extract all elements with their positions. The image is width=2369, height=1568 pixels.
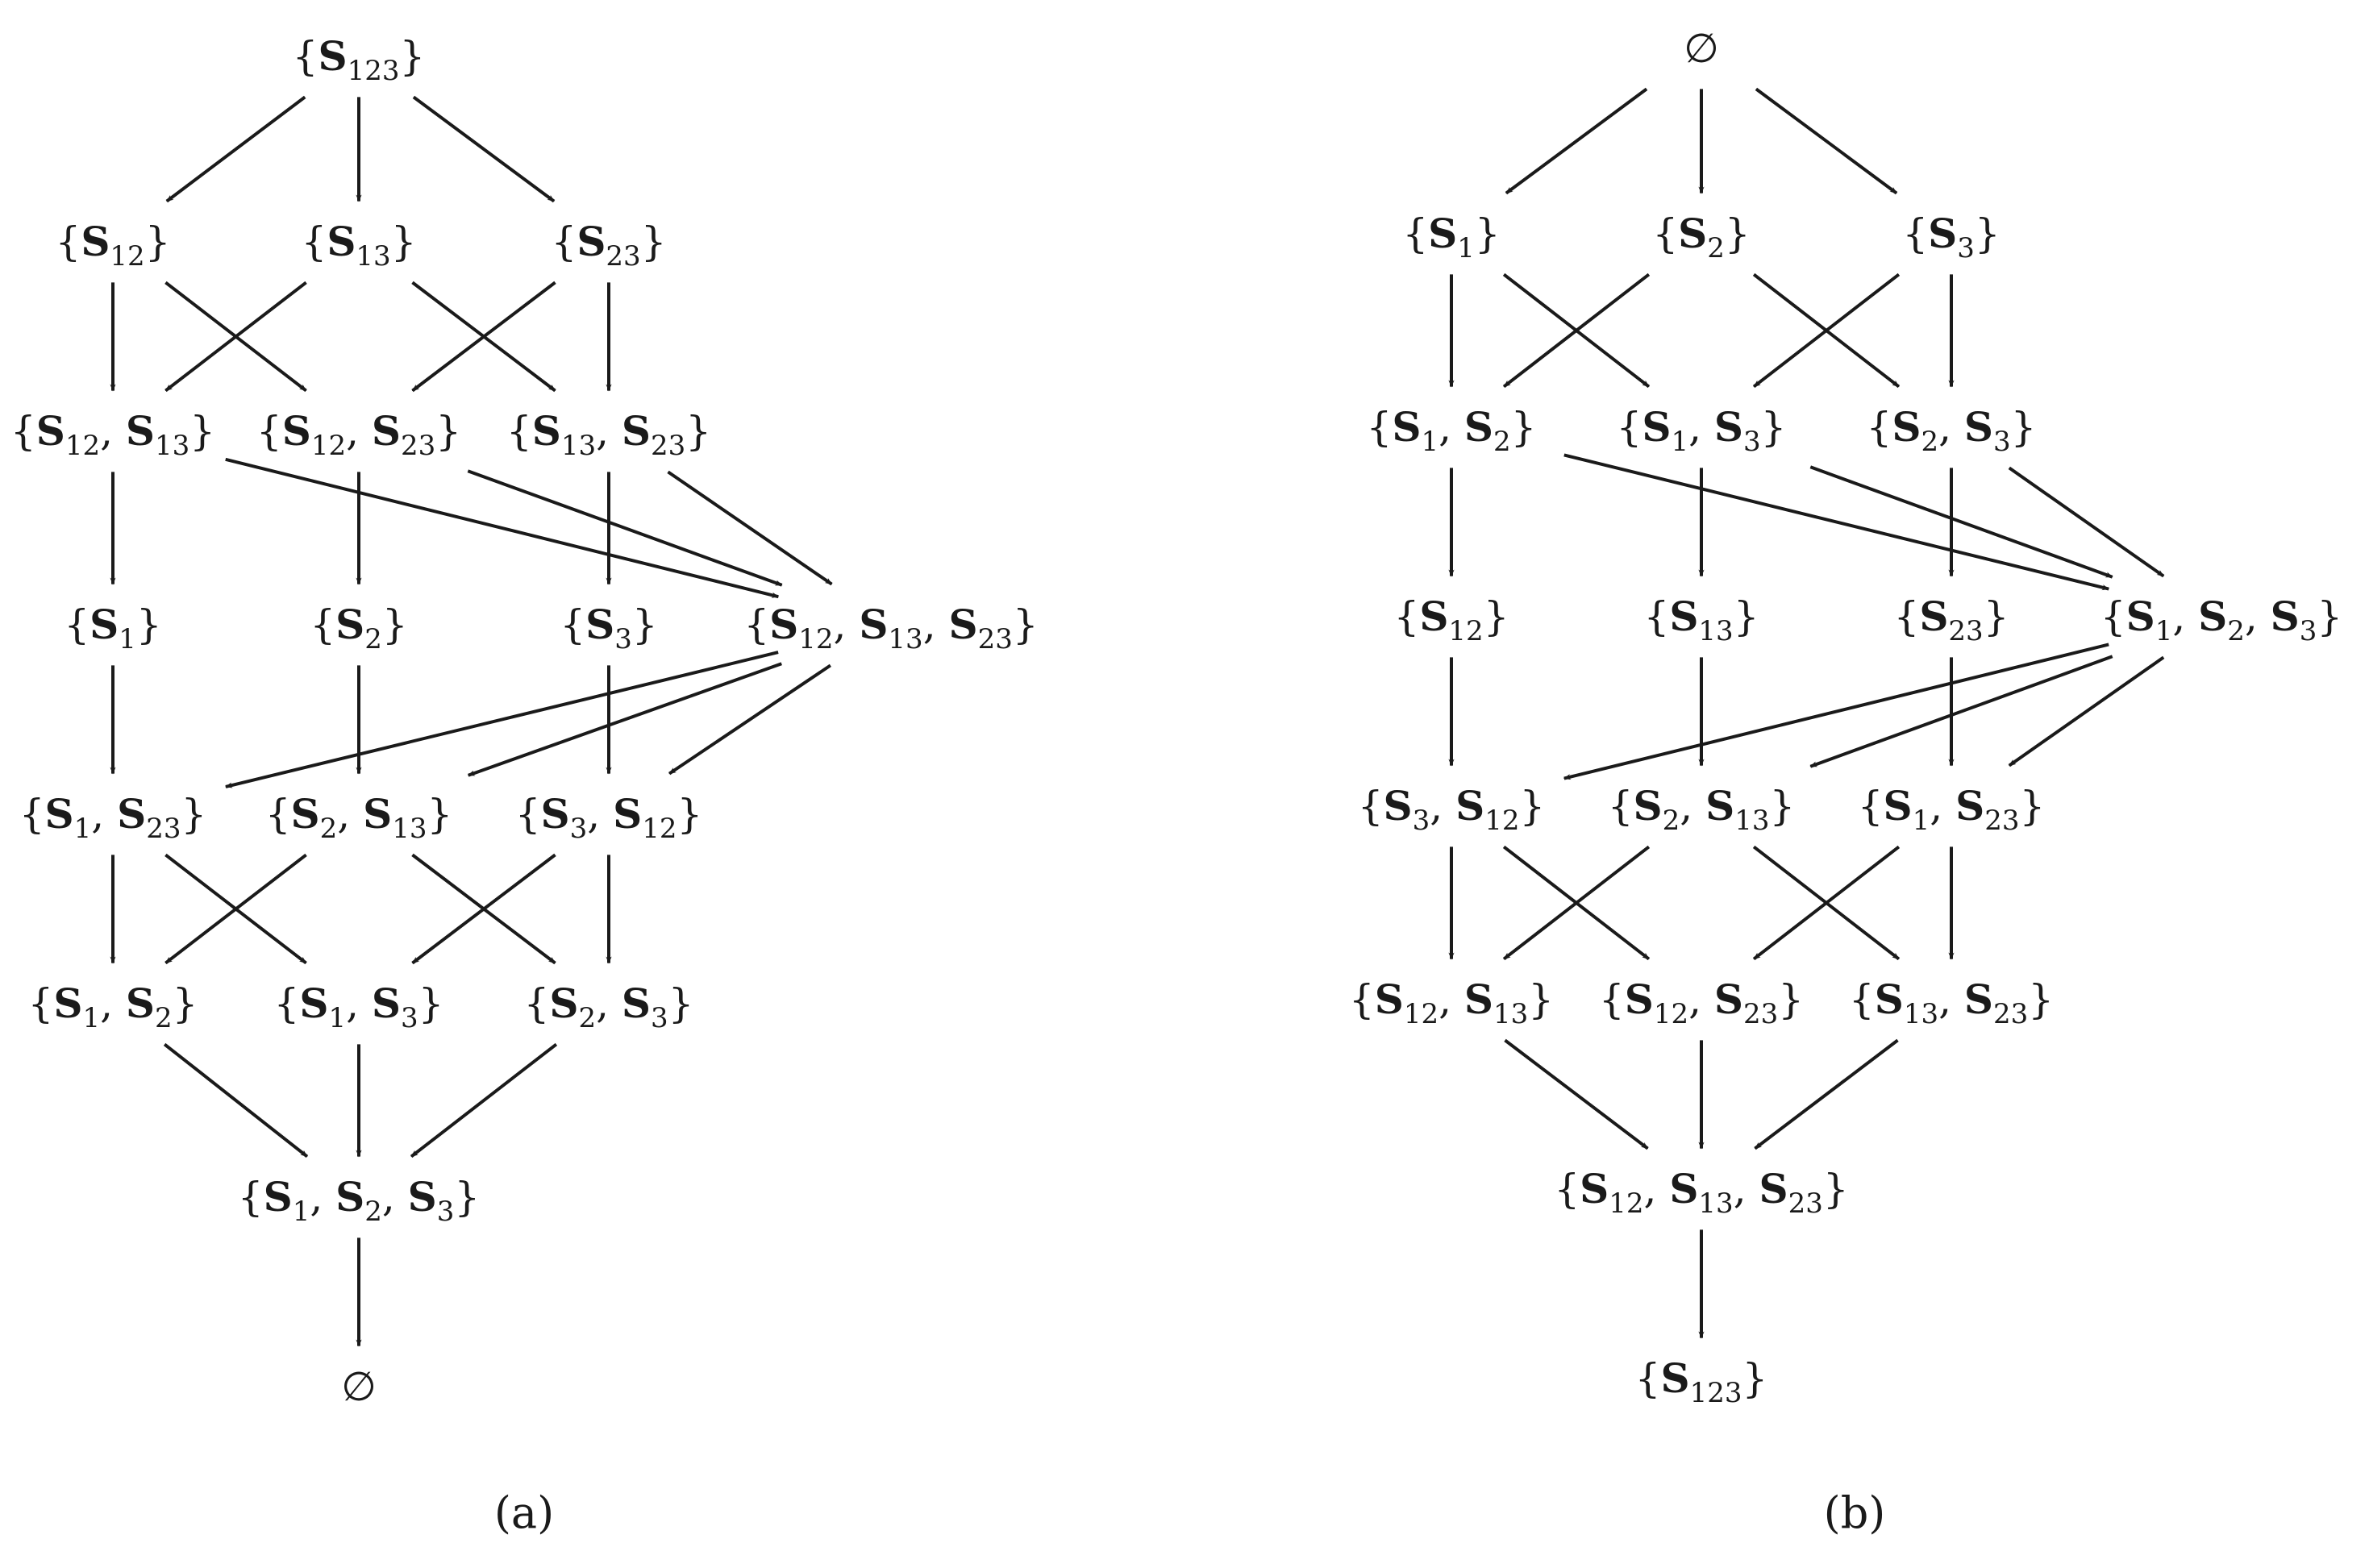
edge-S3-to-S1S3 <box>1752 272 1901 389</box>
caption-a: (a) <box>494 1487 554 1538</box>
node-S12: {S12​} <box>1394 593 1509 647</box>
node-S1S2: {S1​, S2​} <box>1367 403 1537 458</box>
node-S1S3: {S1​, S3​} <box>274 979 444 1034</box>
node-S3: {S3​} <box>560 601 657 655</box>
node-S3: {S3​} <box>1902 210 2000 264</box>
edge-S23-to-S12S23 <box>411 281 556 393</box>
edge-S1S3-to-S1S2S3 <box>1809 465 2113 579</box>
node-S1S2S3: {S1​, S2​, S3​} <box>238 1173 480 1228</box>
node-S12: {S12​} <box>56 218 171 272</box>
edge-S12S13S23-to-S3S12 <box>668 663 832 776</box>
edge-S12S13S23-to-S1S23 <box>225 651 779 788</box>
edge-S123-to-S23 <box>412 95 556 203</box>
node-S12S13: {S12​, S13​} <box>10 407 215 462</box>
panel-a: {S123​} {S12​} {S13​} {S23​} {S12​, S13​} {S1… <box>10 32 1039 1410</box>
edge-S1S2-to-S1S2S3 <box>163 1042 309 1158</box>
node-S2: {S2​} <box>310 601 407 655</box>
node-S1S23: {S1​, S23​} <box>19 790 207 845</box>
node-S12S13S23: {S12​, S13​, S23​} <box>743 601 1038 655</box>
edge-S2-to-S1S2 <box>1502 272 1651 389</box>
edge-empty-to-S3 <box>1755 87 1898 195</box>
edge-S2S3-to-S1S2S3 <box>2008 466 2165 578</box>
node-empty: ∅ <box>341 1363 377 1410</box>
node-S2S3: {S2​, S3​} <box>1867 403 2037 458</box>
node-S2: {S2​} <box>1652 210 1750 264</box>
node-S12S23: {S12​, S23​} <box>256 407 461 462</box>
panel-b: ∅ {S1​} {S2​} {S3​} {S1​, S2​} {S1​, S3​} {S2​… <box>1349 25 2342 1409</box>
node-S123: {S123​} <box>1635 1354 1768 1409</box>
edge-S13S23-to-S12S13S23 <box>1754 1038 1899 1150</box>
node-S3S12: {S3​, S12​} <box>1358 782 1546 837</box>
node-S12S13: {S12​, S13​} <box>1349 975 1554 1030</box>
edge-S3S12-to-S1S3 <box>411 853 556 965</box>
node-S2S13: {S2​, S13​} <box>265 790 453 845</box>
node-S2S13: {S2​, S13​} <box>1608 782 1796 837</box>
edge-S1S2-to-S1S2S3 <box>1563 453 2110 591</box>
caption-b: (b) <box>1824 1487 1886 1538</box>
node-S1S2: {S1​, S2​} <box>28 979 198 1034</box>
edge-S13-to-S12S13 <box>164 281 307 393</box>
node-S123: {S123​} <box>293 32 426 87</box>
edge-S1S23-to-S12S23 <box>1752 845 1901 961</box>
node-S23: {S23​} <box>1894 593 2009 647</box>
node-S3S12: {S3​, S12​} <box>515 790 703 845</box>
node-S1: {S1​} <box>64 601 161 655</box>
edge-S2S13-to-S12S13 <box>1502 845 1651 961</box>
edge-empty-to-S1 <box>1505 87 1648 195</box>
edge-S1S2S3-to-S1S23 <box>2008 655 2165 767</box>
node-S13S23: {S13​, S23​} <box>506 407 711 462</box>
edge-S1S2S3-to-S2S13 <box>1809 655 2113 768</box>
edge-S123-to-S12 <box>165 95 306 203</box>
edge-S12S13-to-S12S13S23 <box>1504 1038 1649 1150</box>
edge-S12S13S23-to-S2S13 <box>467 662 782 777</box>
node-S13: {S13​} <box>1644 593 1759 647</box>
edge-S13S23-to-S12S13S23 <box>667 470 833 586</box>
node-S2S3: {S2​, S3​} <box>524 979 694 1034</box>
edge-S2S3-to-S1S2S3 <box>410 1042 558 1158</box>
node-S12S13S23: {S12​, S13​, S23​} <box>1554 1165 1848 1220</box>
node-S1S23: {S1​, S23​} <box>1858 782 2046 837</box>
node-S1: {S1​} <box>1402 210 1500 264</box>
node-S13: {S13​} <box>302 218 417 272</box>
edge-S2S13-to-S1S2 <box>164 853 307 965</box>
node-S1S3: {S1​, S3​} <box>1617 403 1787 458</box>
node-S13S23: {S13​, S23​} <box>1849 975 2054 1030</box>
node-S12S23: {S12​, S23​} <box>1599 975 1804 1030</box>
edge-S12S13-to-S12S13S23 <box>225 457 780 599</box>
node-S23: {S23​} <box>552 218 667 272</box>
edge-S12S23-to-S12S13S23 <box>467 469 783 587</box>
edge-S1S2S3-to-S3S12 <box>1563 643 2109 780</box>
node-S1S2S3: {S1​, S2​, S3​} <box>2100 593 2342 647</box>
node-empty: ∅ <box>1684 25 1719 72</box>
